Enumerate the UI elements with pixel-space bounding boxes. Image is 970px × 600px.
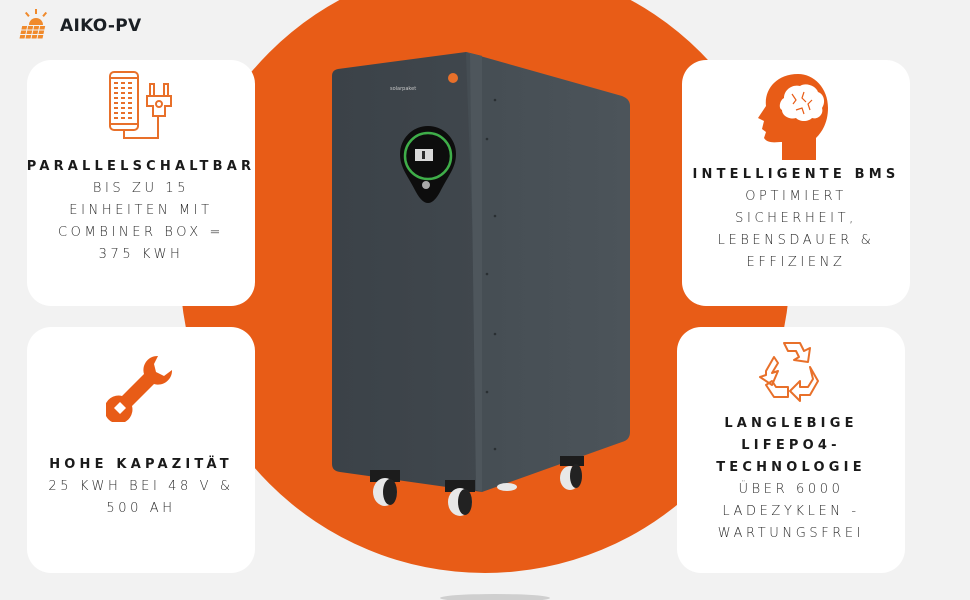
recycle-icon	[759, 342, 819, 402]
feature-title: PARALLELSCHALTBAR	[26, 159, 256, 174]
feature-card-bms: INTELLIGENTE BMS OPTIMIERT SICHERHEIT, L…	[682, 60, 910, 306]
feature-description-line: EFFIZIENZ	[746, 255, 846, 270]
feature-description-line: LEBENSDAUER &	[717, 233, 875, 248]
battery-storage-image: solarpaket	[332, 52, 630, 516]
brain-head-icon	[758, 74, 828, 160]
feature-description-line: BIS ZU 15	[92, 181, 190, 196]
feature-description-line: WARTUNGSFREI	[717, 526, 865, 541]
brand-name: AIKO-PV	[60, 16, 142, 36]
feature-title-line: LIFEPO4-	[741, 438, 841, 453]
feature-card-lifepo4: LANGLEBIGE LIFEPO4- TECHNOLOGIE ÜBER 600…	[677, 327, 905, 573]
battery-plug-icon	[109, 71, 172, 139]
feature-card-capacity: HOHE KAPAZITÄT 25 KWH BEI 48 V & 500 AH	[27, 327, 255, 573]
feature-description-line: OPTIMIERT	[745, 189, 847, 204]
feature-description-line: EINHEITEN MIT	[69, 203, 213, 218]
feature-title-line: TECHNOLOGIE	[716, 460, 866, 475]
feature-description-line: 375 KWH	[98, 247, 184, 262]
wrench-icon	[106, 355, 173, 422]
brand-logo[interactable]: AIKO-PV	[18, 8, 141, 44]
floor-shadow	[440, 594, 550, 600]
svg-text:solarpaket: solarpaket	[390, 86, 416, 92]
feature-description-line: COMBINER BOX =	[58, 225, 224, 240]
solar-panel-sun-icon	[19, 9, 48, 39]
feature-card-parallel: PARALLELSCHALTBAR BIS ZU 15 EINHEITEN MI…	[27, 60, 255, 306]
feature-title: HOHE KAPAZITÄT	[49, 457, 233, 472]
feature-description-line: LADEZYKLEN -	[722, 504, 860, 519]
feature-description-line: 25 KWH BEI 48 V &	[48, 479, 234, 494]
feature-title-line: LANGLEBIGE	[724, 416, 858, 431]
feature-description-line: SICHERHEIT,	[735, 211, 857, 226]
feature-title: INTELLIGENTE BMS	[692, 167, 900, 182]
feature-description-line: ÜBER 6000	[738, 482, 844, 497]
feature-description-line: 500 AH	[106, 501, 176, 516]
